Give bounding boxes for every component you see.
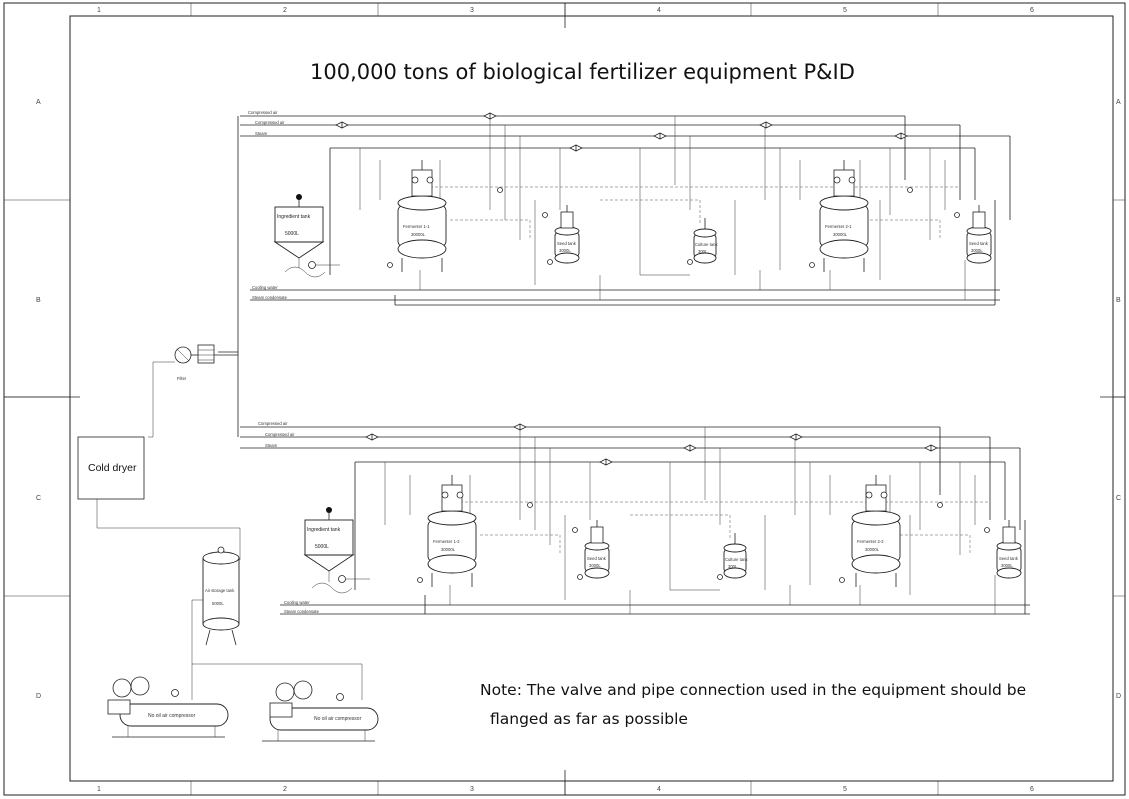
air-storage-tank: Air storage tank 5000L xyxy=(202,546,240,646)
grid-col-label-top: 5 xyxy=(843,7,847,14)
grid-col-label-bottom: 1 xyxy=(97,786,101,793)
ingredient-tank: Ingredient tank 5000L xyxy=(303,507,370,594)
header-label: Steam condensate xyxy=(284,609,320,614)
header-label: Compressed air xyxy=(255,120,285,125)
header-label: Compressed air xyxy=(265,432,295,437)
vessel-volume: 30000L xyxy=(411,232,426,237)
grid-row-label-left: C xyxy=(36,495,41,502)
drawing-frame xyxy=(3,2,1126,796)
grid-col-label-bottom: 6 xyxy=(1030,786,1034,793)
vessel-volume: 3000L xyxy=(589,563,601,568)
vessel-fermenter-2-2: Fermenter 2-2 30000L xyxy=(851,475,901,587)
vessel-mother-1-1: Culture tank 300L xyxy=(693,218,718,264)
vessel-volume: 30000L xyxy=(441,547,456,552)
vessel-volume: 30000L xyxy=(833,232,848,237)
vessel-fermenter-1-2: Fermenter 1-2 30000L xyxy=(427,475,477,587)
ingredient-tank-name: Ingredient tank xyxy=(307,527,341,533)
grid-row-label-left: B xyxy=(36,297,41,304)
compressor-2-label: No oil air compressor xyxy=(314,716,362,722)
vessel-name: Fermenter 1-1 xyxy=(403,224,430,229)
note-line-1: Note: The valve and pipe connection used… xyxy=(480,681,1026,699)
grid-row-label-right: C xyxy=(1116,495,1121,502)
vessel-volume: 3000L xyxy=(1001,563,1013,568)
vessel-name: Fermenter 1-2 xyxy=(433,539,460,544)
air-compressor-2: No oil air compressor xyxy=(262,680,379,742)
ingredient-tank-volume: 5000L xyxy=(315,544,329,550)
header-label: Compressed air xyxy=(258,421,288,426)
filter: Filter xyxy=(174,344,238,381)
vessel-name: Seed tank xyxy=(557,241,577,246)
vessel-volume: 300L xyxy=(728,564,738,569)
vessel-volume: 3000L xyxy=(971,248,983,253)
header-label: Cooling water xyxy=(284,600,310,605)
header-label: Cooling water xyxy=(252,285,278,290)
vessel-seed-2-2: Seed tank 3000L xyxy=(996,520,1022,579)
vessel-seed-1-1: Seed tank 3000L xyxy=(554,205,580,264)
vessel-volume: 30000L xyxy=(865,547,880,552)
vessel-mother-1-2: Culture tank 300L xyxy=(723,533,748,579)
header-label: Steam xyxy=(255,131,268,136)
vessel-name: Culture tank xyxy=(695,242,718,247)
vessel-name: Seed tank xyxy=(587,556,607,561)
vessel-volume: 3000L xyxy=(559,248,571,253)
grid-col-label-bottom: 4 xyxy=(657,786,661,793)
air-storage-tank-name: Air storage tank xyxy=(205,588,235,593)
air-supply-system: Filter Cold dryer Air storage tank 5000L xyxy=(77,116,379,742)
note-line-2: flanged as far as possible xyxy=(490,710,688,728)
grid-row-label-right: A xyxy=(1116,99,1121,106)
vessel-fermenter-1-1: Fermenter 1-1 30000L xyxy=(397,160,447,272)
vessel-name: Fermenter 2-2 xyxy=(857,539,884,544)
header-label: Compressed air xyxy=(248,110,278,115)
grid-col-label-bottom: 3 xyxy=(470,786,474,793)
header-label: Steam xyxy=(265,443,278,448)
grid-row-label-left: D xyxy=(36,693,41,700)
lower-process-line: Compressed air Compressed air Steam Cool… xyxy=(240,421,1030,615)
ingredient-tank-name: Ingredient tank xyxy=(277,214,311,220)
vessel-name: Seed tank xyxy=(999,556,1019,561)
compressor-1-label: No oil air compressor xyxy=(148,713,196,719)
grid-col-label-bottom: 2 xyxy=(283,786,287,793)
upper-process-line: Compressed air Compressed air Steam Cool… xyxy=(240,110,1011,306)
vessel-seed-2-1: Seed tank 3000L xyxy=(966,205,992,264)
air-storage-tank-volume: 5000L xyxy=(212,601,224,606)
grid-labels: 1 2 3 4 5 6 1 2 3 4 5 6 A B C D A B C D xyxy=(36,7,1121,793)
grid-col-label-top: 3 xyxy=(470,7,474,14)
filter-label: Filter xyxy=(177,376,187,381)
note: Note: The valve and pipe connection used… xyxy=(480,681,1026,728)
grid-row-label-right: B xyxy=(1116,297,1121,304)
cold-dryer: Cold dryer xyxy=(77,436,145,500)
ingredient-tank-volume: 5000L xyxy=(285,231,299,237)
valve-symbols xyxy=(335,112,960,268)
header-label: Steam condensate xyxy=(252,295,288,300)
vessel-name: Fermenter 2-1 xyxy=(825,224,852,229)
drawing-title: 100,000 tons of biological fertilizer eq… xyxy=(310,60,855,84)
vessel-seed-1-2: Seed tank 3000L xyxy=(584,520,610,579)
vessel-volume: 300L xyxy=(698,249,708,254)
valve-symbols xyxy=(365,423,990,583)
grid-col-label-bottom: 5 xyxy=(843,786,847,793)
vessel-name: Culture tank xyxy=(725,557,748,562)
vessel-fermenter-2-1: Fermenter 2-1 30000L xyxy=(819,160,869,272)
grid-row-label-left: A xyxy=(36,99,41,106)
grid-col-label-top: 6 xyxy=(1030,7,1034,14)
cold-dryer-label: Cold dryer xyxy=(88,462,137,474)
vessel-name: Seed tank xyxy=(969,241,989,246)
grid-col-label-top: 4 xyxy=(657,7,661,14)
grid-col-label-top: 2 xyxy=(283,7,287,14)
grid-col-label-top: 1 xyxy=(97,7,101,14)
ingredient-tank: Ingredient tank 5000L xyxy=(273,194,340,278)
air-compressor-1: No oil air compressor xyxy=(107,676,229,738)
grid-row-label-right: D xyxy=(1116,693,1121,700)
